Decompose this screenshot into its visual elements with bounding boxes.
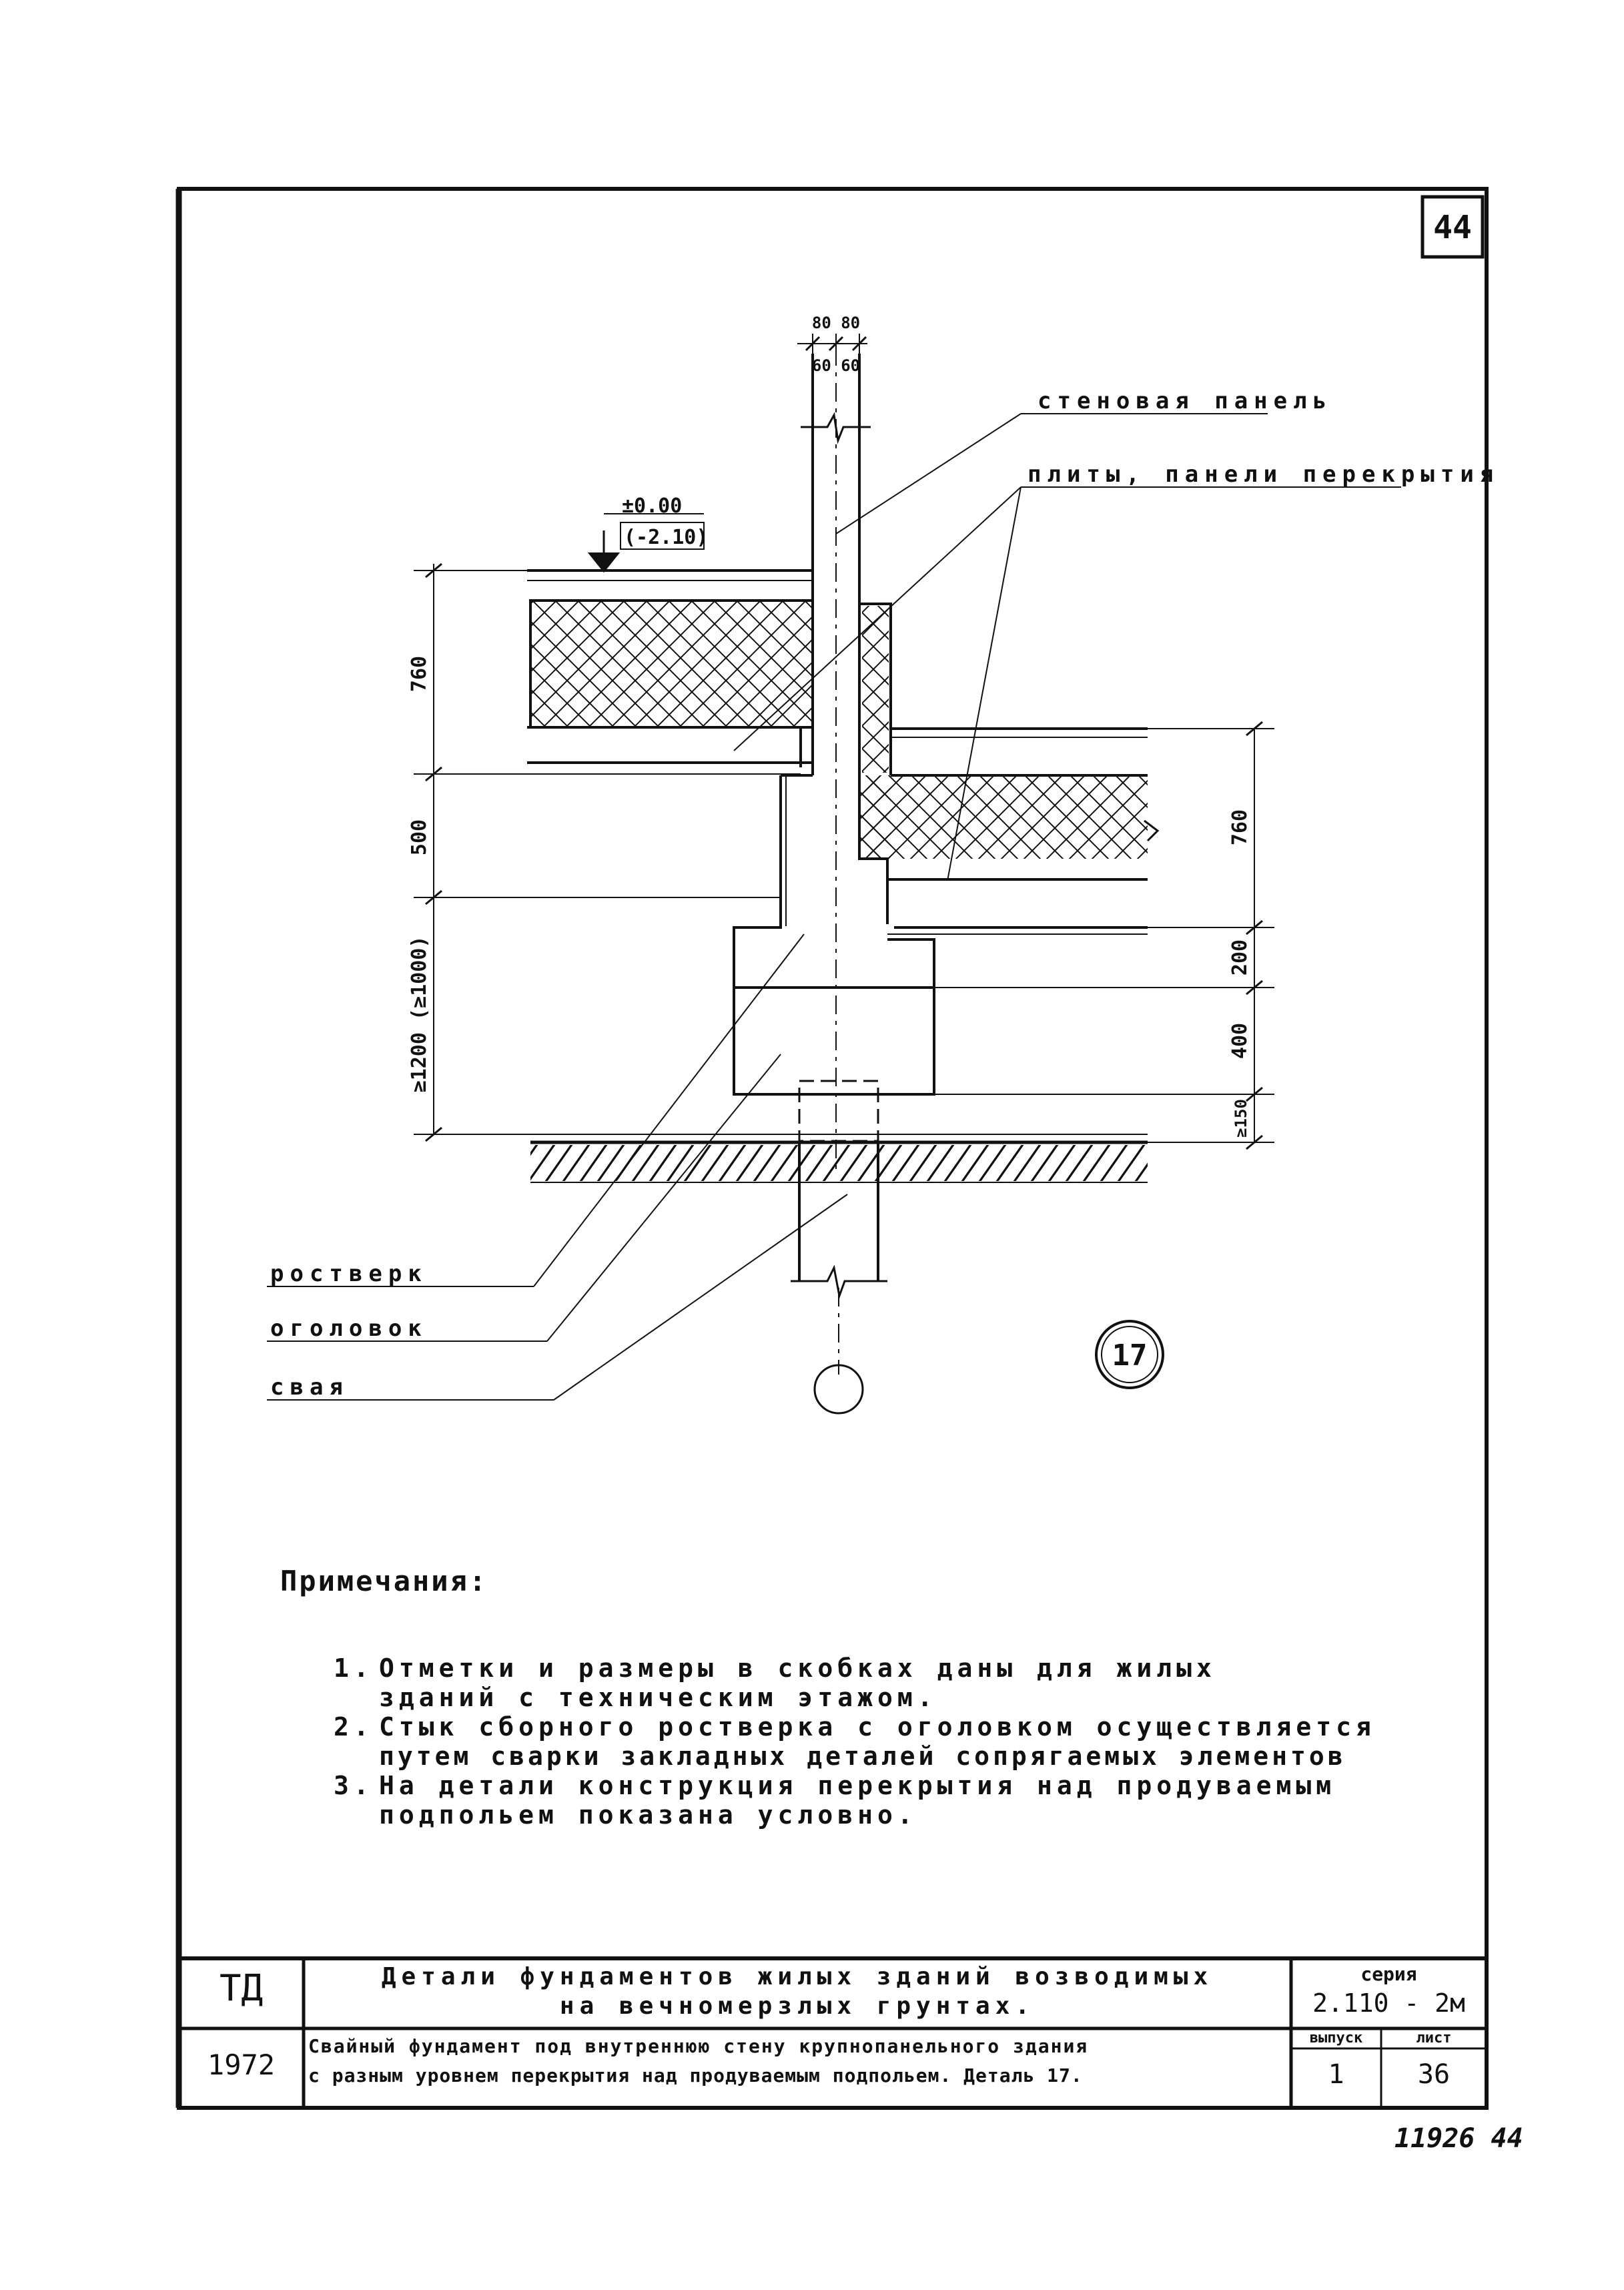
note-2-num: 2. — [334, 1712, 374, 1742]
dim-right-150: ≥150 — [1232, 1099, 1250, 1138]
stamp-series-value: 2.110 - 2м — [1312, 1988, 1465, 2018]
label-wall-panel: стеновая панель — [1038, 388, 1332, 414]
elevation-marker — [587, 513, 705, 573]
note-2-line1: Стык сборного ростверка с оголовком осущ… — [379, 1712, 1376, 1742]
stamp-org: ТД — [219, 1967, 264, 2009]
label-pile: свая — [270, 1374, 349, 1401]
dim-left-1200: ≥1200 (≥1000) — [408, 936, 431, 1093]
label-floor-slabs: плиты, панели перекрытия — [1028, 461, 1499, 488]
label-pile-cap: оголовок — [270, 1315, 428, 1342]
dim-left-500: 500 — [408, 819, 431, 855]
ground — [434, 1134, 1148, 1183]
archive-number: 11926 44 — [1394, 2123, 1523, 2154]
wall-panel — [801, 347, 871, 1174]
dim-right-200: 200 — [1228, 939, 1252, 976]
foundation-detail — [267, 334, 1401, 1415]
note-1-line1: Отметки и размеры в скобках даны для жил… — [379, 1653, 1216, 1683]
dim-top-80-80: 80 80 — [812, 314, 860, 332]
page-number-box: 44 — [1420, 195, 1485, 259]
stamp-subtitle-line1: Свайный фундамент под внутреннюю стену к… — [308, 2035, 1089, 2057]
pile — [791, 1080, 887, 1415]
dim-right-760: 760 — [1228, 809, 1252, 845]
dim-left-760: 760 — [408, 656, 431, 692]
note-2-line2: путем сварки закладных деталей сопрягаем… — [379, 1742, 1346, 1771]
page-number: 44 — [1433, 209, 1472, 246]
pile-cap — [733, 986, 935, 1096]
stamp-sheet-value: 36 — [1417, 2059, 1451, 2090]
note-1-line2: зданий с техническим этажом. — [379, 1683, 937, 1712]
insulation-step — [859, 603, 892, 775]
top-dimensions — [797, 334, 867, 354]
stamp-year: 1972 — [207, 2048, 276, 2081]
dim-top-60-60: 60 60 — [812, 356, 860, 375]
stamp-subtitle-line2: с разным уровнем перекрытия над продувае… — [308, 2064, 1083, 2086]
note-3-num: 3. — [334, 1771, 374, 1800]
leader-lines — [267, 413, 1401, 1401]
detail-number: 17 — [1112, 1339, 1148, 1373]
label-grillage: ростверк — [270, 1260, 428, 1287]
note-3-line2: подпольем показана условно. — [379, 1800, 917, 1830]
floor-slab-lower — [858, 727, 1160, 935]
stamp-issue-label: выпуск — [1309, 2030, 1363, 2046]
elevation-value: ±0.00 — [622, 494, 682, 518]
sheet-frame — [175, 187, 1489, 2110]
note-3-line1: На детали конструкция перекрытия над про… — [379, 1771, 1336, 1800]
floor-slab-upper — [527, 569, 814, 775]
note-1-num: 1. — [334, 1653, 374, 1683]
stamp-sheet-label: лист — [1416, 2030, 1452, 2046]
drawing-labels: стеновая панель плиты, панели перекрытия… — [270, 314, 1499, 1401]
left-dimensions — [414, 562, 781, 1142]
elevation-value-brackets: (-2.10) — [624, 526, 708, 549]
notes-heading: Примечания: — [280, 1565, 488, 1597]
detail-marker — [1095, 1320, 1164, 1389]
title-block — [179, 1956, 1487, 2108]
dim-right-400: 400 — [1228, 1023, 1252, 1059]
right-dimensions — [934, 721, 1274, 1150]
stamp-title-line1: Детали фундаментов жилых зданий возводим… — [381, 1963, 1214, 1990]
stamp-issue-value: 1 — [1328, 2059, 1344, 2090]
stamp-title-line2: на вечномерзлых грунтах. — [559, 1992, 1036, 2020]
stamp-series-label: серия — [1360, 1963, 1417, 1985]
